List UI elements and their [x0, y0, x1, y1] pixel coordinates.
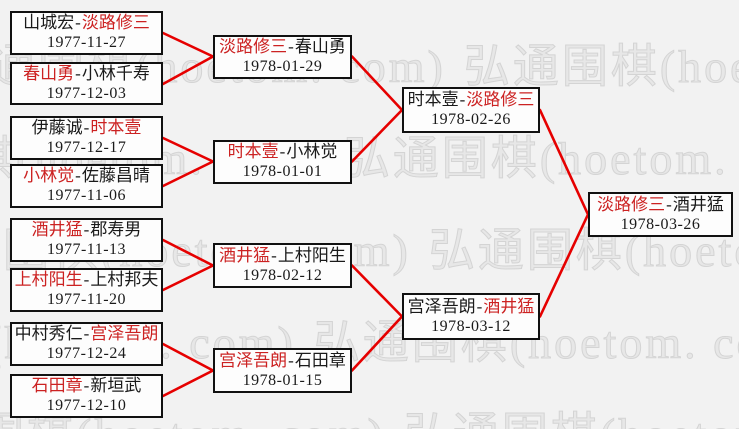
match-r1m1: 山城宏-淡路修三 1977-11-27 — [10, 11, 163, 55]
match-r1m8: 石田章-新垣武 1977-12-10 — [10, 374, 163, 418]
player-name: 淡路修三 — [466, 90, 535, 109]
match-date: 1978-01-29 — [242, 58, 323, 75]
match-players: 酒井猛-上村阳生 — [215, 246, 350, 266]
match-players: 宫泽吾朗-石田章 — [215, 351, 350, 371]
player-name: 酒井猛 — [483, 296, 535, 316]
match-r2m3: 酒井猛-上村阳生 1978-02-12 — [213, 243, 352, 288]
player-name: 时本壹 — [407, 90, 459, 109]
vs-dash: - — [271, 245, 277, 265]
player-name: 上村邦夫 — [90, 270, 159, 289]
match-date: 1977-11-06 — [46, 187, 127, 204]
player-name: 中村秀仁 — [14, 324, 83, 343]
match-date: 1977-12-10 — [46, 397, 127, 414]
vs-dash: - — [666, 194, 672, 214]
match-r1m2: 春山勇-小林千寿 1977-12-03 — [10, 62, 163, 105]
match-r1m3: 伊藤诚-时本壹 1977-12-17 — [10, 116, 163, 160]
connector-line — [161, 369, 215, 398]
match-r1m6: 上村阳生-上村邦夫 1977-11-20 — [10, 268, 163, 312]
player-name: 酒井猛 — [672, 194, 724, 214]
match-players: 中村秀仁-宫泽吾朗 — [12, 324, 161, 344]
match-r1m5: 酒井猛-郡寿男 1977-11-13 — [10, 218, 163, 262]
vs-dash: - — [83, 324, 90, 343]
player-name: 宫泽吾朗 — [407, 296, 476, 316]
player-name: 佐藤昌晴 — [81, 166, 150, 185]
match-r3m2: 宫泽吾朗-酒井猛 1978-03-12 — [402, 293, 540, 340]
vs-dash: - — [75, 63, 81, 83]
match-date: 1978-03-12 — [431, 317, 511, 335]
match-players: 酒井猛-郡寿男 — [12, 220, 161, 240]
match-r2m4: 宫泽吾朗-石田章 1978-01-15 — [213, 348, 352, 393]
match-players: 春山勇-小林千寿 — [12, 64, 161, 84]
match-date: 1977-12-03 — [46, 84, 127, 102]
player-name: 春山勇 — [23, 63, 75, 83]
player-name: 新垣武 — [90, 376, 142, 395]
vs-dash: - — [459, 90, 466, 109]
vs-dash: - — [75, 166, 81, 185]
match-r2m1: 淡路修三-春山勇 1978-01-29 — [213, 35, 352, 79]
player-name: 小林千寿 — [81, 63, 150, 83]
vs-dash: - — [83, 270, 90, 289]
match-players: 宫泽吾朗-酒井猛 — [404, 297, 538, 317]
vs-dash: - — [75, 13, 81, 32]
watermark-text: 弘通围棋(hoetom. com) — [343, 133, 739, 185]
player-name: 小林觉 — [286, 142, 338, 161]
match-players: 时本壹-淡路修三 — [404, 90, 538, 110]
match-date: 1978-01-15 — [242, 371, 323, 389]
match-players: 上村阳生-上村邦夫 — [12, 270, 161, 290]
vs-dash: - — [83, 118, 90, 137]
vs-dash: - — [288, 350, 294, 370]
vs-dash: - — [83, 220, 90, 239]
match-date: 1978-01-01 — [242, 163, 323, 180]
match-date: 1978-02-26 — [431, 111, 511, 128]
match-date: 1977-11-13 — [46, 241, 127, 258]
vs-dash: - — [288, 37, 294, 56]
vs-dash: - — [83, 376, 90, 395]
match-date: 1977-12-17 — [46, 139, 127, 156]
match-r2m2: 时本壹-小林觉 1978-01-01 — [213, 140, 352, 184]
match-r1m7: 中村秀仁-宫泽吾朗 1977-12-24 — [10, 322, 163, 366]
vs-dash: - — [476, 296, 483, 316]
player-name: 春山勇 — [294, 37, 346, 56]
player-name: 淡路修三 — [597, 194, 666, 214]
match-players: 伊藤诚-时本壹 — [12, 118, 161, 138]
player-name: 上村阳生 — [14, 270, 83, 289]
player-name: 宫泽吾朗 — [90, 324, 159, 343]
player-name: 时本壹 — [227, 142, 279, 161]
player-name: 郡寿男 — [90, 220, 142, 239]
player-name: 伊藤诚 — [31, 118, 83, 137]
watermark-text: 弘通围棋(hoetom. com) — [463, 41, 739, 93]
player-name: 山城宏 — [23, 13, 75, 32]
player-name: 淡路修三 — [81, 13, 150, 32]
match-r3m1: 时本壹-淡路修三 1978-02-26 — [402, 87, 540, 133]
vs-dash: - — [279, 142, 286, 161]
match-date: 1978-02-12 — [242, 266, 323, 284]
player-name: 上村阳生 — [277, 245, 346, 265]
match-players: 淡路修三-春山勇 — [215, 37, 350, 57]
match-players: 石田章-新垣武 — [12, 376, 161, 396]
match-players: 时本壹-小林觉 — [215, 142, 350, 162]
match-players: 山城宏-淡路修三 — [12, 13, 161, 33]
match-players: 小林觉-佐藤昌晴 — [12, 166, 161, 186]
player-name: 酒井猛 — [219, 245, 271, 265]
player-name: 宫泽吾朗 — [219, 350, 288, 370]
match-date: 1977-11-20 — [46, 291, 127, 308]
match-date: 1977-12-24 — [46, 345, 127, 362]
player-name: 酒井猛 — [31, 220, 83, 239]
player-name: 淡路修三 — [219, 37, 288, 56]
watermark-text: 弘通围棋(hoetom. com) — [403, 409, 739, 429]
match-final: 淡路修三-酒井猛 1978-03-26 — [588, 192, 733, 237]
match-date: 1978-03-26 — [620, 215, 701, 233]
player-name: 小林觉 — [23, 166, 75, 185]
player-name: 石田章 — [31, 376, 83, 395]
player-name: 时本壹 — [90, 118, 142, 137]
player-name: 石田章 — [294, 350, 346, 370]
match-r1m4: 小林觉-佐藤昌晴 1977-11-06 — [10, 164, 163, 208]
match-date: 1977-11-27 — [46, 34, 127, 51]
match-players: 淡路修三-酒井猛 — [590, 195, 731, 215]
